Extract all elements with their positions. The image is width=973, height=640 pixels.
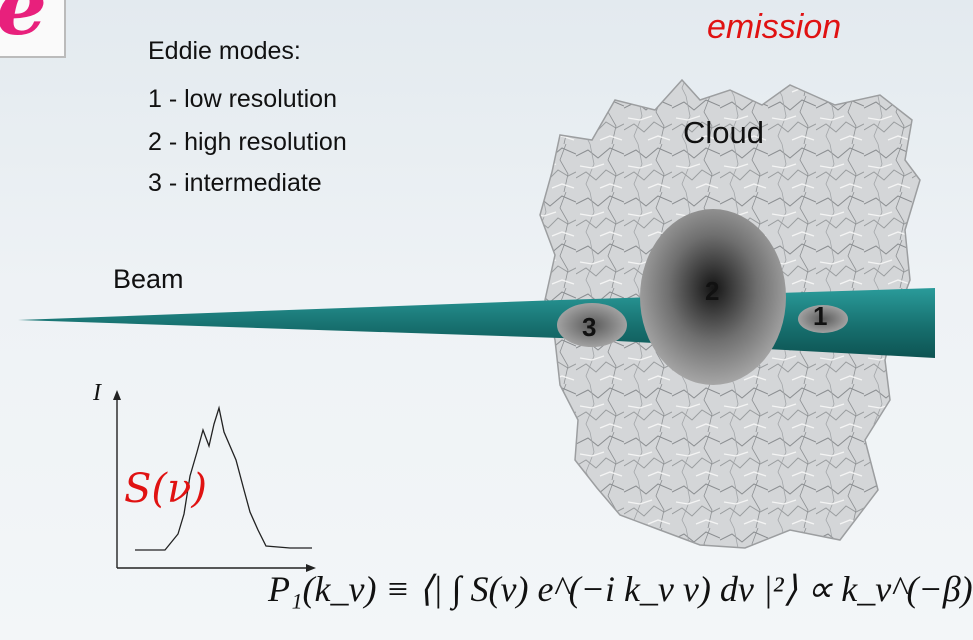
modes-title: Eddie modes:: [148, 37, 301, 65]
mode-item-3: 3 - intermediate: [148, 169, 322, 197]
corner-glyph: e: [0, 0, 47, 53]
corner-box: e: [0, 0, 66, 58]
mode-item-1: 1 - low resolution: [148, 85, 337, 113]
eddy-2-number: 2: [705, 276, 720, 306]
power-spectrum-formula: P₁(k_v) ≡ ⟨| ∫ S(v) e^(−i k_v v) dv |²⟩ …: [268, 569, 973, 609]
spectrum-label: S(ν): [124, 466, 207, 512]
eddy-1: [798, 305, 848, 333]
spectrum-axes: [113, 390, 316, 572]
emission-label: emission: [707, 8, 842, 46]
eddy-2: [640, 209, 786, 385]
eddy-1-number: 1: [813, 301, 828, 331]
diagram-graphics: [18, 78, 935, 572]
eddy-3-number: 3: [582, 312, 597, 342]
eddy-3: [557, 303, 627, 347]
beam-shape: [18, 288, 935, 358]
beam-label: Beam: [113, 264, 184, 294]
mode-item-2: 2 - high resolution: [148, 128, 347, 156]
spectrum-curve: [135, 405, 312, 551]
cloud-label: Cloud: [683, 115, 764, 150]
intensity-axis-label: I: [93, 380, 101, 406]
